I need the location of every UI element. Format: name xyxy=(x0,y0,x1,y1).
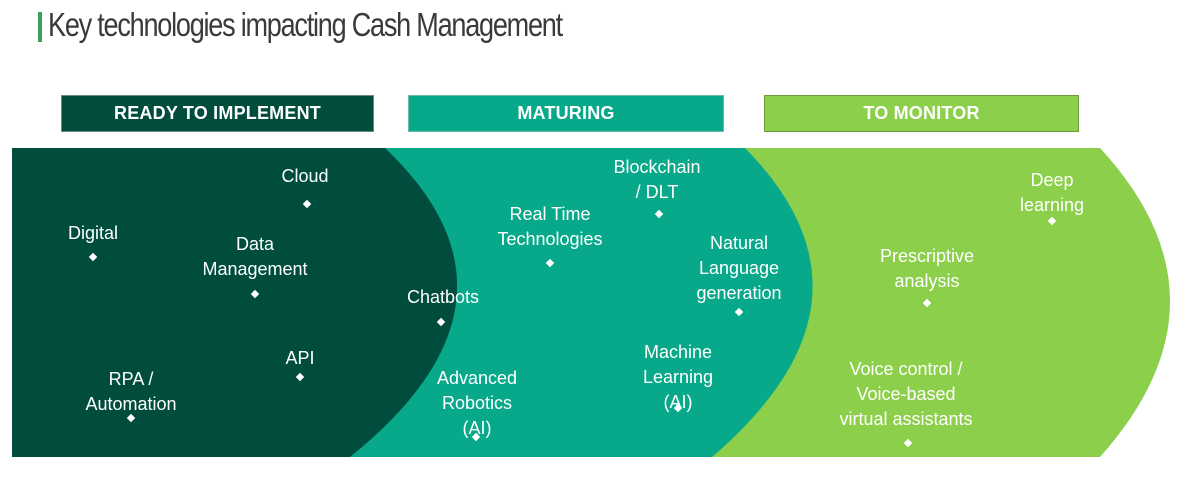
tech-label-voice-control: Voice control / Voice-based virtual assi… xyxy=(839,359,973,429)
stage-header-maturing: MATURING xyxy=(408,95,724,132)
tech-label-blockchain-dlt: Blockchain / DLT xyxy=(613,157,701,202)
tech-label-real-time-technologies: Real Time Technologies xyxy=(497,204,603,249)
stage-header-to-monitor: TO MONITOR xyxy=(764,95,1079,132)
tech-label-machine-learning: Machine Learning (AI) xyxy=(642,342,714,412)
tech-label-cloud: Cloud xyxy=(281,166,329,186)
tech-label-rpa-automation: RPA / Automation xyxy=(85,369,177,414)
tech-label-chatbots: Chatbots xyxy=(406,287,480,307)
tech-label-advanced-robotics: Advanced Robotics (AI) xyxy=(436,368,518,438)
tech-label-digital: Digital xyxy=(67,223,119,243)
stage-header-ready-to-implement: READY TO IMPLEMENT xyxy=(61,95,374,132)
page-title: Key technologies impacting Cash Manageme… xyxy=(48,6,563,43)
tech-label-natural-language-generation: Natural Language generation xyxy=(696,233,782,303)
tech-label-api: API xyxy=(285,348,315,368)
tech-label-data-management: Data Management xyxy=(202,234,308,279)
tech-label-deep-learning: Deep learning xyxy=(1019,170,1085,215)
title-accent-bar xyxy=(38,12,42,42)
tech-label-prescriptive-analysis: Prescriptive analysis xyxy=(879,246,975,291)
chevron-ready-to-implement xyxy=(12,148,458,457)
chevron-maturing xyxy=(350,148,813,457)
chevron-to-monitor xyxy=(700,148,1170,457)
